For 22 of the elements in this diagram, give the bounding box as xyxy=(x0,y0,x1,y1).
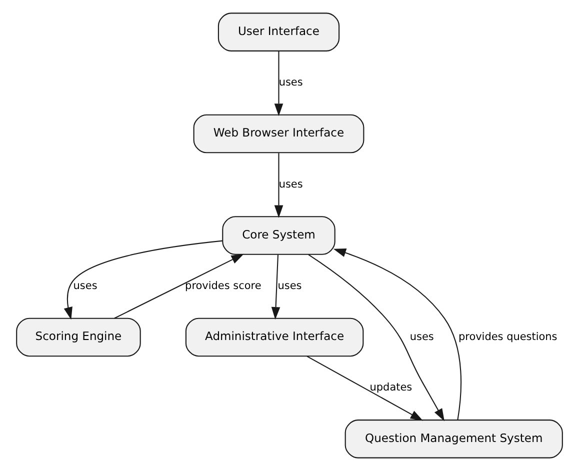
edge-label: uses xyxy=(278,76,302,88)
edge-label: updates xyxy=(369,381,412,394)
edge-label: uses xyxy=(409,330,434,342)
edge-label: provides score xyxy=(184,279,261,292)
arrow xyxy=(308,254,444,421)
arrow xyxy=(332,248,461,420)
arrow xyxy=(270,254,280,320)
edge-label: uses xyxy=(278,178,302,190)
node-box: Web Browser Interface xyxy=(192,114,364,153)
edge-label: uses xyxy=(277,279,302,292)
node-box: Core System xyxy=(222,216,335,254)
node-box: Question Management System xyxy=(344,419,562,458)
arrow xyxy=(114,253,244,318)
node-box: Administrative Interface xyxy=(184,317,364,356)
arrow xyxy=(274,152,283,218)
edge-label: uses xyxy=(72,279,97,292)
arrow xyxy=(306,355,423,420)
arrow xyxy=(63,240,222,320)
node-box: User Interface xyxy=(217,12,340,51)
node-box: Scoring Engine xyxy=(16,317,140,356)
edge-label: provides questions xyxy=(458,330,557,342)
arrow xyxy=(274,50,283,116)
